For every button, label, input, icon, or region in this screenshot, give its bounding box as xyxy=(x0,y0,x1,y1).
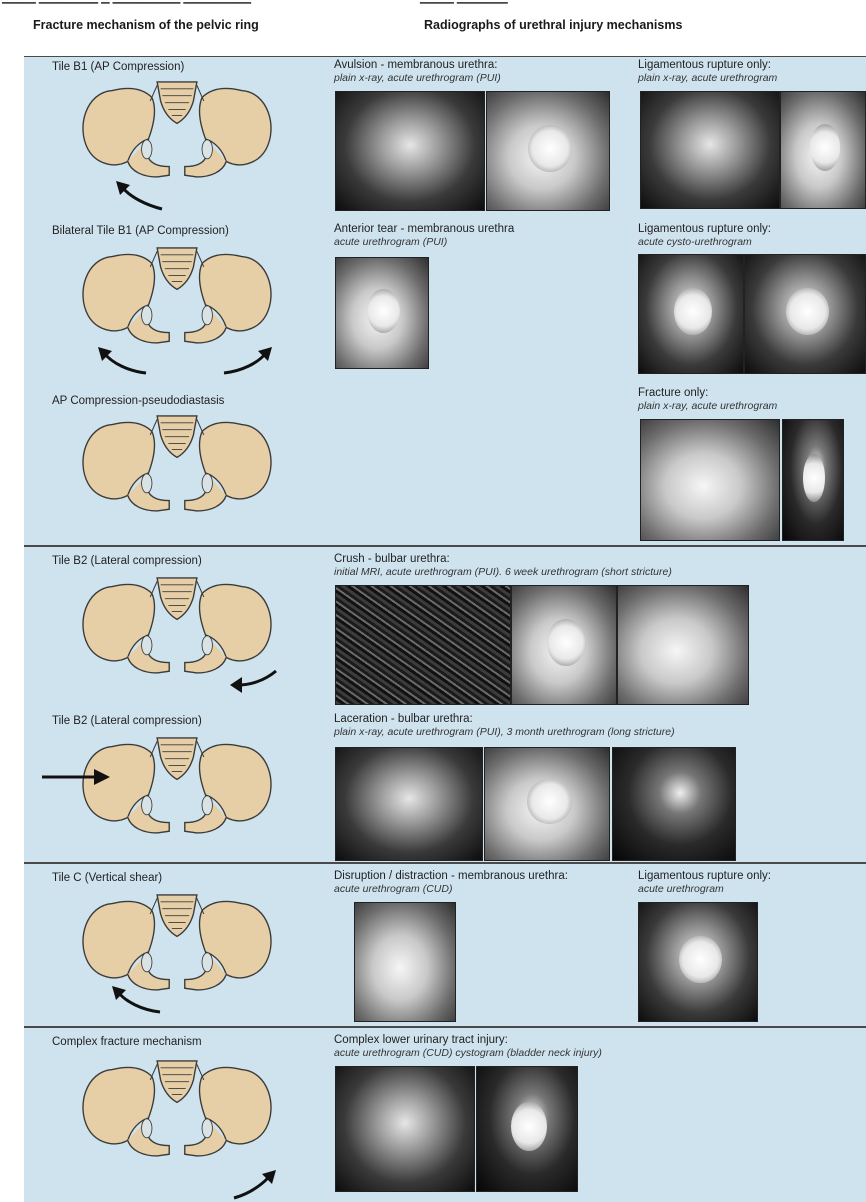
injury-label: Crush - bulbar urethra: initial MRI, acu… xyxy=(334,553,672,579)
xray-image xyxy=(640,91,780,209)
injury-label: Disruption / distraction - membranous ur… xyxy=(334,870,568,896)
urethrogram-image xyxy=(511,585,617,705)
injury2-label: Fracture only: plain x-ray, acute urethr… xyxy=(638,387,777,413)
fracture-label: Bilateral Tile B1 (AP Compression) xyxy=(52,225,229,238)
header-fracture-mechanism: Fracture mechanism of the pelvic ring xyxy=(33,18,259,32)
urethrogram-image xyxy=(612,747,736,861)
xray-image xyxy=(640,419,780,541)
urethrogram-image xyxy=(335,257,429,369)
rotation-arrow-icon xyxy=(226,663,282,693)
urethrogram-image xyxy=(780,91,866,209)
header-radiographs: Radiographs of urethral injury mechanism… xyxy=(424,18,682,32)
pelvis-diagram xyxy=(62,75,292,183)
pelvis-diagram xyxy=(62,1054,292,1162)
pelvis-diagram xyxy=(62,409,292,517)
fracture-label: Tile B2 (Lateral compression) xyxy=(52,715,202,728)
panel-complex-fracture: Complex fracture mechanism Complex lower… xyxy=(24,1027,866,1202)
rotation-arrow-icon xyxy=(106,982,166,1018)
displacement-arrow-icon xyxy=(230,1168,280,1202)
rotation-arrow-icon xyxy=(112,175,172,215)
rotation-arrow-icon xyxy=(218,343,278,379)
panel-vertical-shear: Tile C (Vertical shear) Disruption / dis… xyxy=(24,863,866,1027)
injury2-label: Ligamentous rupture only: acute urethrog… xyxy=(638,870,771,896)
cystourethrogram-image xyxy=(638,254,744,374)
urethrogram-image xyxy=(354,902,456,1022)
fracture-label: Tile B2 (Lateral compression) xyxy=(52,555,202,568)
urethrogram-image xyxy=(617,585,749,705)
urethrogram-image xyxy=(484,747,610,861)
pelvis-diagram xyxy=(62,888,292,996)
xray-image xyxy=(335,91,485,211)
injury-label: Laceration - bulbar urethra: plain x-ray… xyxy=(334,713,675,739)
rotation-arrow-icon xyxy=(92,343,152,379)
cystourethrogram-image xyxy=(744,254,866,374)
fracture-label: Tile B1 (AP Compression) xyxy=(52,61,184,74)
urethrogram-image xyxy=(486,91,610,211)
urethrogram-image xyxy=(335,1066,475,1192)
injury-label: Complex lower urinary tract injury: acut… xyxy=(334,1034,602,1060)
pelvis-diagram xyxy=(62,241,292,349)
urethrogram-image xyxy=(638,902,758,1022)
fracture-label: Tile C (Vertical shear) xyxy=(52,872,162,885)
injury-label: Avulsion - membranous urethra: plain x-r… xyxy=(334,59,501,85)
fracture-label: Complex fracture mechanism xyxy=(52,1036,202,1049)
urethrogram-image xyxy=(782,419,844,541)
injury-label: Anterior tear - membranous urethra acute… xyxy=(334,223,514,249)
injury2-label: Ligamentous rupture only: acute cysto-ur… xyxy=(638,223,771,249)
injury2-label: Ligamentous rupture only: plain x-ray, a… xyxy=(638,59,777,85)
xray-image xyxy=(335,747,483,861)
mri-image xyxy=(335,585,511,705)
cystogram-image xyxy=(476,1066,578,1192)
cropped-top-text: ▁▁▁▁ ▁▁▁▁▁▁▁ ▁ ▁▁▁▁▁▁▁▁ ▁▁▁▁▁▁▁▁ ▁▁▁▁ ▁▁… xyxy=(0,0,866,4)
compression-arrow-icon xyxy=(40,767,112,787)
panel-lateral-compression: Tile B2 (Lateral compression) Crush - bu… xyxy=(24,546,866,863)
fracture-label: AP Compression-pseudodiastasis xyxy=(52,395,224,408)
panel-ap-compression: Tile B1 (AP Compression) Avulsion - memb… xyxy=(24,56,866,546)
